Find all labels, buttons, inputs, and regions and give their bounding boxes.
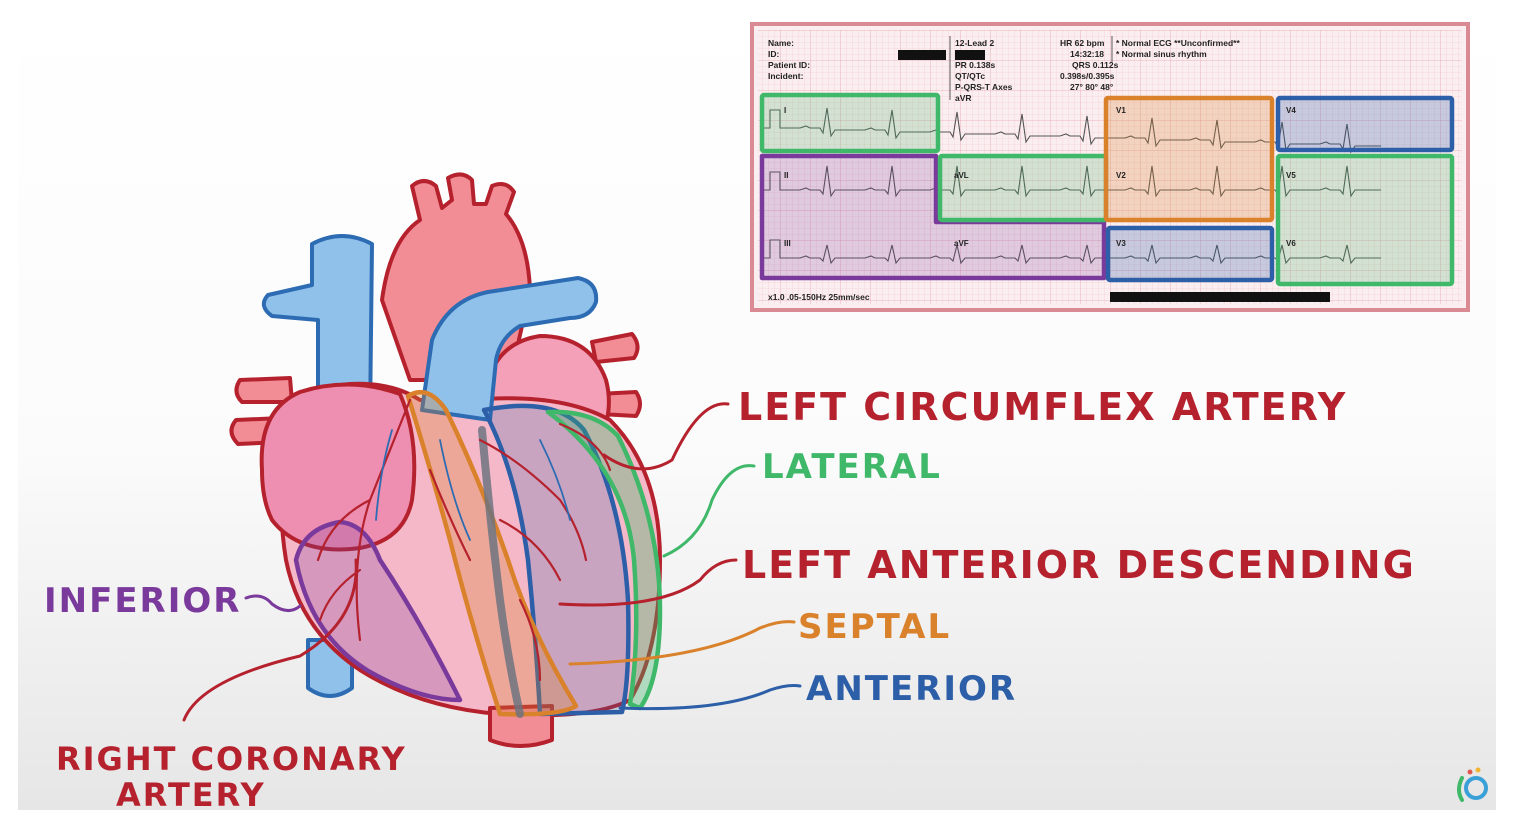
leader-lad (558, 558, 738, 607)
lad-vessel (478, 426, 524, 718)
pulmonary-trunk (420, 276, 599, 422)
leader-lines (182, 402, 802, 722)
redaction-bar-footer (1110, 292, 1330, 302)
lead-label-II: II (784, 171, 788, 180)
ecg-id-label: ID: (768, 49, 780, 59)
redaction-bar-id (898, 50, 946, 60)
label-artery: ARTERY (116, 776, 266, 814)
leader-septal (568, 620, 796, 666)
label-lateral: LATERAL (762, 447, 942, 487)
ecg-footer: x1.0 .05-150Hz 25mm/sec (768, 292, 870, 302)
lead-box-anterior-V3 (1105, 225, 1275, 283)
lead-box-lateral-I (759, 92, 941, 154)
lead-label-V6: V6 (1286, 239, 1296, 248)
leader-inferior (244, 594, 302, 612)
ecg-trace-row3 (762, 239, 1381, 265)
lead-label-V5: V5 (1286, 171, 1296, 180)
label-anterior: ANTERIOR (806, 669, 1017, 709)
ecg-avr-head: aVR (955, 93, 972, 103)
lead-label-aVF: aVF (954, 239, 969, 248)
ecg-axes-values: 27° 80° 48° (1070, 82, 1114, 92)
ecg-incident-label: Incident: (768, 71, 804, 81)
heart-illustration (229, 172, 663, 748)
leader-lcx (602, 402, 730, 471)
ecg-hr: HR 62 bpm (1060, 38, 1105, 48)
lead-box-septal-V1-V2 (1103, 95, 1275, 223)
leader-anterior (618, 684, 802, 711)
superior-vena-cava (261, 234, 374, 422)
ecg-trace-row2 (762, 165, 1381, 198)
leader-lateral (662, 464, 756, 558)
leader-rca (182, 558, 358, 722)
lead-label-III: III (784, 239, 791, 248)
ecg-patient-id-label: Patient ID: (768, 60, 810, 70)
lead-label-V4: V4 (1286, 106, 1296, 115)
lead-label-V3: V3 (1116, 239, 1126, 248)
brand-logo-icon (1457, 767, 1488, 802)
ecg-trace-row1 (762, 107, 1381, 154)
ecg-panel: Name: ID: Patient ID: Incident: 12-Lead … (750, 22, 1470, 312)
ecg-time: 14:32:18 (1070, 49, 1104, 59)
left-pulmonary-vein-upper (590, 332, 640, 364)
lead-label-V1: V1 (1116, 106, 1126, 115)
ecg-qt-values: 0.398s/0.395s (1060, 71, 1115, 81)
right-atrium (259, 382, 417, 552)
ecg-axes: P-QRS-T Axes (955, 82, 1013, 92)
label-inferior: INFERIOR (44, 581, 241, 621)
region-lateral (545, 409, 663, 711)
ecg-name-label: Name: (768, 38, 794, 48)
lead-label-V2: V2 (1116, 171, 1126, 180)
lead-label-aVL: aVL (954, 171, 969, 180)
cardiac-veins (375, 429, 571, 541)
lead-box-lateral-V5-V6 (1275, 153, 1455, 287)
ecg-qrs: QRS 0.112s (1072, 60, 1119, 70)
label-right-coronary: RIGHT CORONARY (56, 740, 407, 778)
ecg-lead-type: 12-Lead 2 (955, 38, 994, 48)
lead-label-I: I (784, 106, 786, 115)
label-septal: SEPTAL (798, 607, 951, 647)
lead-box-lateral-aVL (937, 153, 1109, 223)
ecg-pr: PR 0.138s (955, 60, 995, 70)
label-left-circumflex-artery: LEFT CIRCUMFLEX ARTERY (738, 385, 1347, 429)
label-left-anterior-descending: LEFT ANTERIOR DESCENDING (742, 543, 1416, 587)
right-pulmonary-vein-upper (234, 376, 294, 404)
ecg-qt: QT/QTc (955, 71, 985, 81)
ecg-interpretation-2: * Normal sinus rhythm (1116, 49, 1207, 59)
redaction-bar-id-2 (955, 50, 985, 60)
ecg-interpretation-1: * Normal ECG **Unconfirmed** (1116, 38, 1240, 48)
lead-box-anterior-V4 (1275, 95, 1455, 153)
